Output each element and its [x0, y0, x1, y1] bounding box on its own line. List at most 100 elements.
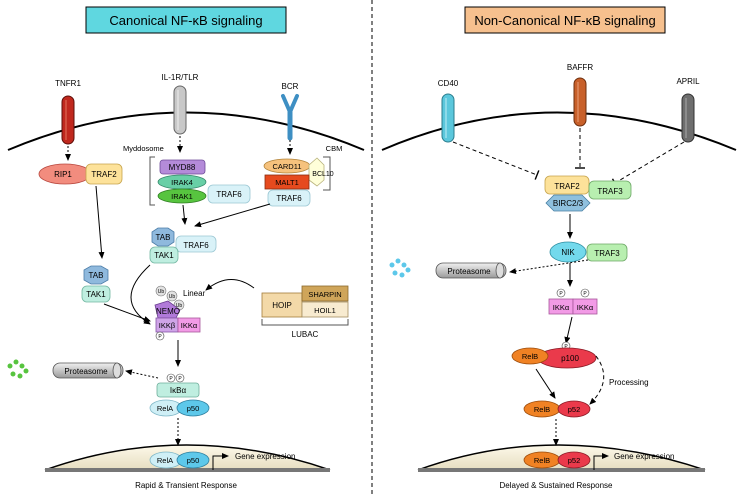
birc-label: BIRC2/3 — [553, 199, 584, 208]
traf2-to-tak1-arrow — [95, 185, 105, 259]
malt1-node — [264, 174, 310, 190]
baffr-receptor — [573, 77, 587, 127]
traf6-node-cbm — [267, 189, 311, 207]
proteasome-noncanonical-label: Proteasome — [447, 267, 491, 276]
irak1-node — [157, 188, 207, 204]
ikka-phospho-1 — [556, 288, 566, 298]
cbm-bracket — [323, 156, 331, 191]
traf6-label-center: TRAF6 — [183, 241, 209, 250]
linear-label: Linear — [183, 289, 206, 298]
traf6-label-cbm: TRAF6 — [276, 194, 302, 203]
tab-node-left — [83, 265, 109, 285]
hoil1-node — [301, 301, 349, 318]
ikba-label: IκBα — [170, 386, 187, 395]
rip1-label: RIP1 — [54, 170, 72, 179]
response-canonical: Rapid & Transient Response — [135, 481, 237, 490]
cd40-receptor — [441, 93, 455, 143]
tak1-label-left: TAK1 — [86, 290, 106, 299]
transcription-arrow-noncanonical — [593, 453, 609, 470]
traf3-label-complex: TRAF3 — [597, 187, 623, 196]
p50-label-nuc: p50 — [187, 456, 200, 465]
april-label: APRIL — [676, 77, 700, 86]
rela-label-nuc: RelA — [157, 456, 173, 465]
gene-expression-noncanonical: Gene expression — [614, 452, 674, 461]
ikba-phospho-1 — [166, 373, 176, 383]
myd88-node — [159, 159, 206, 175]
bcl10-label: BCL10 — [312, 171, 334, 178]
card11-label: CARD11 — [272, 162, 301, 171]
hoil1-label: HOIL1 — [314, 306, 336, 315]
nemo-node — [154, 300, 181, 319]
degraded-peptides-canonical — [7, 359, 29, 379]
ikk-phospho-label: P — [158, 334, 162, 340]
traf3-label-nik: TRAF3 — [594, 249, 620, 258]
ikka-label-canonical: IKKα — [181, 321, 198, 330]
p100-phospho-label: P — [564, 344, 568, 350]
cd40-inhibition — [452, 141, 540, 180]
ikka-node-canonical — [177, 317, 201, 333]
birc-node — [545, 194, 591, 212]
nik-node — [549, 241, 587, 263]
relb-label-nuc: RelB — [534, 456, 550, 465]
p100-label: p100 — [561, 354, 579, 363]
malt1-label: MALT1 — [275, 178, 299, 187]
tab-node-center — [151, 227, 175, 247]
ikba-phospho-1-label: P — [169, 376, 173, 382]
il1r-tlr-receptor — [173, 85, 187, 135]
sharpin-label: SHARPIN — [308, 290, 341, 299]
traf2-node-canonical — [85, 163, 123, 185]
traf6-node-myd — [207, 184, 251, 204]
lubac-label: LUBAC — [292, 330, 319, 339]
tab-label-center: TAB — [156, 233, 171, 242]
p100-to-p52-arrow — [535, 368, 556, 399]
ikba-to-proteasome-arrow — [125, 369, 159, 379]
cbm-to-tak1-arrow — [194, 203, 271, 228]
tak1-label-center: TAK1 — [154, 251, 174, 260]
myd88-label: MYD88 — [169, 163, 196, 172]
ikka-phospho-1-label: P — [559, 291, 563, 297]
traf6-node-center — [175, 235, 217, 253]
nemo-label: NEMO — [156, 307, 180, 316]
lubac-to-nemo-arrow — [205, 279, 255, 291]
traf3-node-nik — [586, 243, 628, 262]
cd40-label: CD40 — [438, 79, 459, 88]
noncanonical-title: Non-Canonical NF-κB signaling — [474, 13, 655, 28]
canonical-title-box — [85, 6, 287, 34]
transcription-arrow-canonical — [212, 453, 229, 470]
hoip-node — [261, 292, 303, 318]
ub-2 — [166, 290, 178, 302]
cbm-label: CBM — [326, 144, 343, 153]
p52-label-cyto: p52 — [568, 405, 581, 414]
ub-1 — [155, 285, 167, 297]
traf2-label-canonical: TRAF2 — [91, 170, 117, 179]
canonical-panel: Canonical NF-κB signaling TNFR1 IL-1R/TL… — [7, 6, 365, 490]
ikka-node-2 — [572, 298, 598, 315]
proteasome-noncanonical — [435, 262, 507, 279]
ikkb-label: IKKβ — [159, 321, 176, 330]
ikka-label-1: IKKα — [553, 303, 570, 312]
tak1-node-center — [149, 246, 179, 264]
myd-to-tak1-arrow — [181, 204, 188, 225]
proteasome-noncanonical-cap — [495, 262, 505, 279]
lubac-bracket — [261, 319, 349, 326]
ikba-phospho-2 — [175, 373, 185, 383]
bcr-label: BCR — [282, 82, 299, 91]
tnfr1-label: TNFR1 — [55, 79, 81, 88]
p50-node-nuc — [176, 451, 210, 469]
p50-node-cyto — [176, 399, 210, 417]
april-inhibition — [611, 141, 685, 188]
proteasome-canonical-cap — [112, 362, 122, 379]
ub-1-label: Ub — [158, 289, 165, 295]
traf3-node-complex — [588, 180, 632, 200]
baffr-label: BAFFR — [567, 63, 593, 72]
traf2-label-noncanonical: TRAF2 — [554, 182, 580, 191]
tab-label-left: TAB — [89, 271, 104, 280]
degraded-peptides-noncanonical — [389, 258, 411, 278]
nuclear-membrane — [44, 444, 331, 471]
ikka-to-p100-arrow — [564, 316, 573, 344]
ikba-node — [156, 382, 200, 398]
myddosome-bracket — [149, 156, 155, 206]
p52-node-cyto — [557, 400, 591, 418]
